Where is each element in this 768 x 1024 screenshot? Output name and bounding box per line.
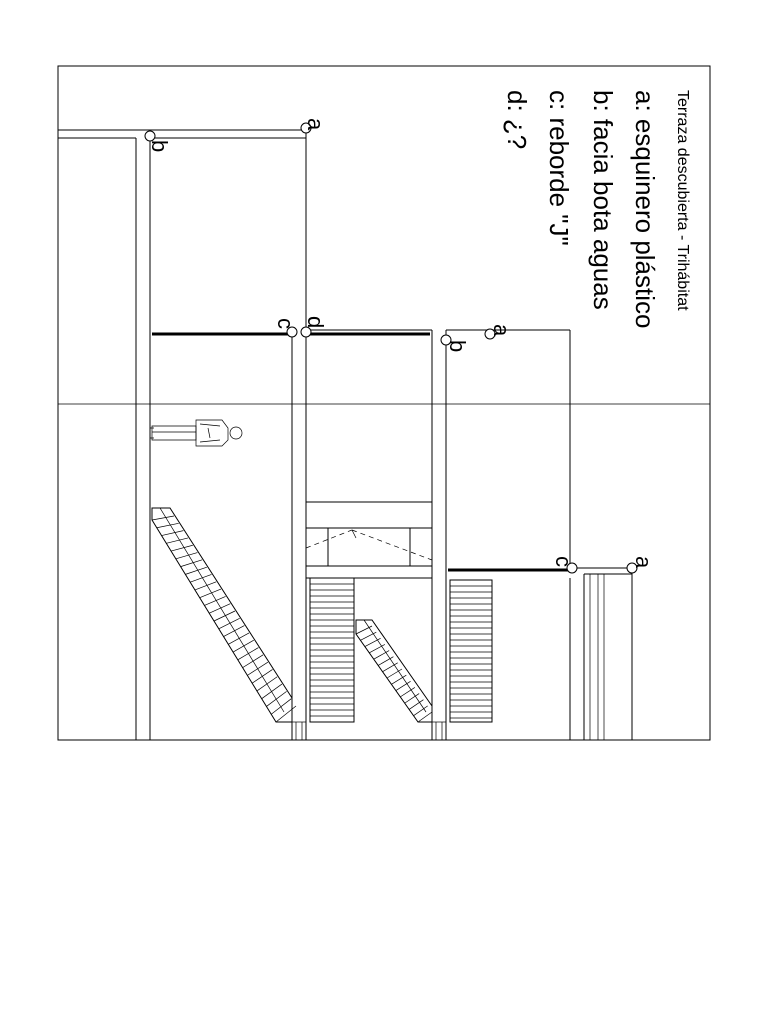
legend-item-d: d: ¿? (502, 90, 532, 149)
legend-title: Terraza descubierta - Trihábitat (674, 90, 691, 311)
stair-tread (218, 617, 240, 630)
marker-a-top: a (303, 118, 328, 131)
marker-b-top: b (147, 140, 172, 152)
stair-elevation-left (309, 577, 355, 723)
base-details (292, 721, 446, 740)
drawing-frame (57, 65, 711, 741)
stair-tread (213, 610, 236, 622)
stair-tread (275, 705, 297, 723)
stair-tread (369, 644, 386, 654)
stair-tread (228, 632, 250, 645)
marker-circles (144, 122, 638, 574)
marker-c-low: c (551, 556, 576, 567)
stair-tread (391, 674, 407, 685)
stair-tread (364, 637, 381, 647)
stair-tread (170, 544, 193, 552)
stair-tread (400, 687, 416, 698)
stair-tread (204, 596, 226, 606)
stair-tread (417, 711, 433, 723)
stair-tread (408, 699, 424, 710)
stair-tread (175, 552, 198, 560)
person-figure (150, 419, 243, 447)
stair-tread (232, 639, 254, 653)
stair-tread (180, 559, 203, 567)
stair-tread (360, 631, 377, 641)
stair-tread (199, 588, 222, 599)
stair-tread (223, 625, 245, 637)
stair-tread (237, 647, 259, 661)
marker-a-mid: a (489, 324, 514, 337)
stair-tread (251, 669, 273, 684)
stair-elevation-right (449, 579, 493, 723)
lower-level (569, 567, 633, 740)
stair-tread (355, 625, 373, 635)
stair-tread (395, 680, 411, 691)
stair-tread (404, 693, 420, 704)
stair-tread (242, 654, 264, 668)
stair-tread (190, 574, 212, 583)
legend-item-c: c: reborde "J" (544, 90, 574, 246)
stair-tread (194, 581, 217, 591)
stair-flight-middle (355, 619, 433, 723)
stair-tread (386, 668, 403, 679)
marker-c-mid: c (273, 318, 298, 329)
stair-tread (382, 662, 398, 673)
legend-item-b: b: facia bota aguas (588, 90, 618, 310)
stair-tread (261, 683, 283, 699)
stair-tread (166, 537, 189, 544)
stair-tread (266, 691, 287, 707)
stair-tread (377, 656, 394, 666)
upper-terrace (58, 129, 430, 740)
stair-tread (413, 705, 428, 717)
stair-tread (271, 698, 292, 715)
window-opening (305, 501, 433, 579)
stair-tread (161, 530, 184, 536)
stair-tread (247, 661, 269, 676)
marker-b-mid: b (445, 340, 470, 352)
stair-tread (151, 515, 175, 521)
stair-tread (156, 522, 179, 529)
legend: Terraza descubierta - Trihábitat a: esqu… (502, 90, 691, 328)
stair-flight-upper (151, 507, 297, 723)
stair-tread (185, 566, 207, 575)
legend-item-a: a: esquinero plástico (630, 90, 660, 328)
marker-d-mid: d (303, 316, 328, 328)
stair-tread (209, 603, 231, 614)
marker-a-low: a (631, 556, 656, 569)
stair-tread (373, 650, 390, 660)
middle-level (306, 329, 571, 740)
stair-tread (256, 676, 278, 692)
